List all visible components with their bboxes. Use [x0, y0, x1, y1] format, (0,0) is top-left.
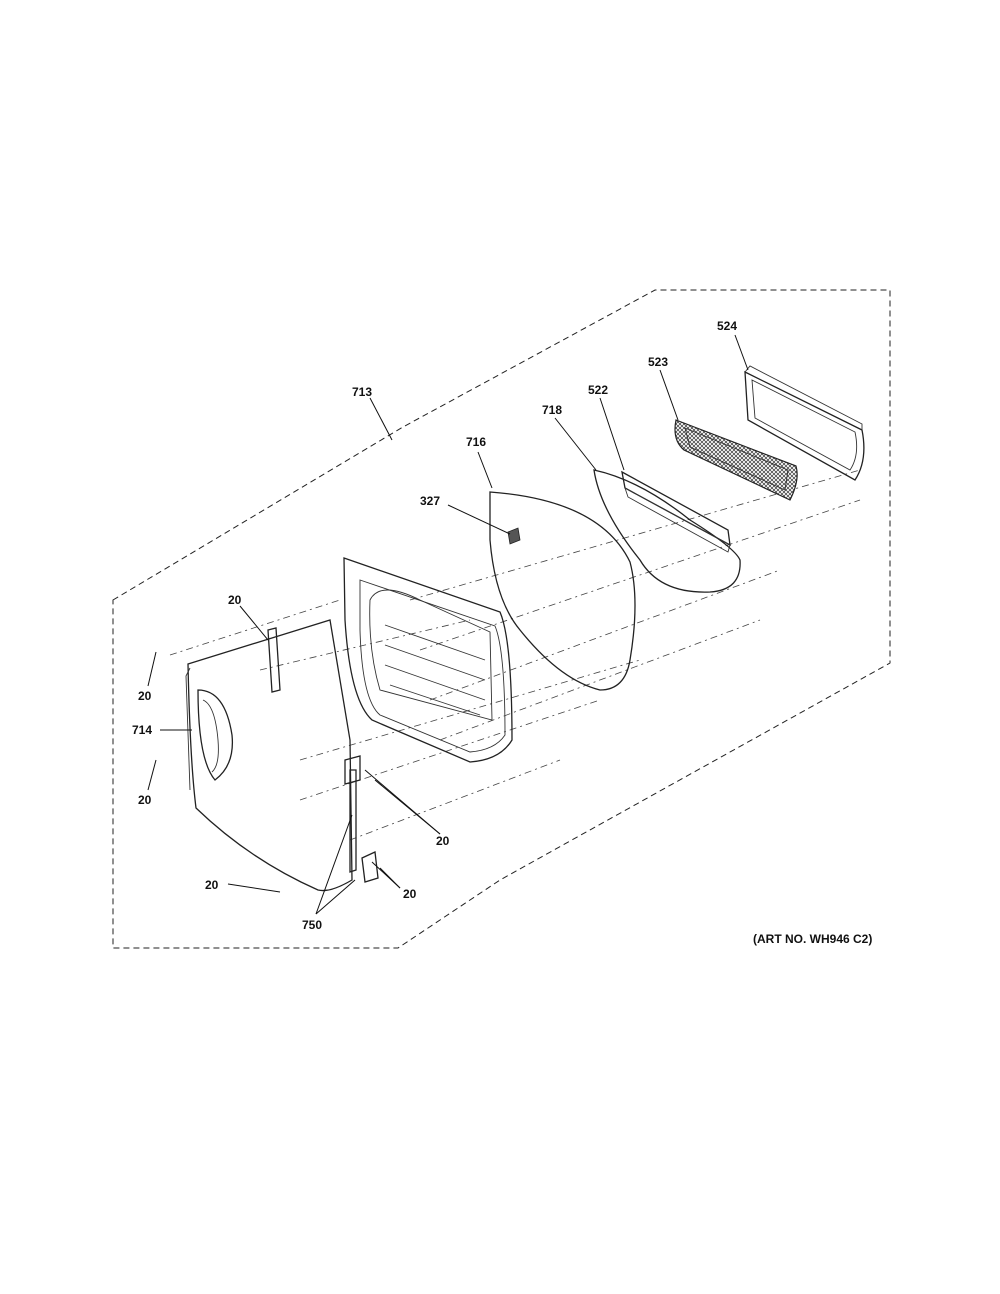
- callout-714: 714: [132, 723, 152, 737]
- callout-20-top: 20: [228, 593, 242, 607]
- door-seal: [593, 469, 741, 593]
- callout-20-bottom-right: 20: [403, 887, 417, 901]
- lint-duct: [621, 470, 731, 553]
- callout-713: 713: [352, 385, 372, 399]
- clip-327: [507, 527, 521, 545]
- outer-door-panel: [185, 619, 353, 892]
- leader-lines: [147, 334, 749, 915]
- callout-522: 522: [588, 383, 608, 397]
- inner-door-liner: [343, 557, 513, 763]
- lint-filter: [674, 419, 798, 501]
- callout-labels: 713 716 718 522 523 524 327 20 20 714 20…: [132, 319, 872, 946]
- callout-20-right: 20: [436, 834, 450, 848]
- callout-20-lower-left: 20: [138, 793, 152, 807]
- callout-523: 523: [648, 355, 668, 369]
- hinge-brackets: [267, 627, 379, 883]
- assembly-boundary: [112, 289, 891, 949]
- callout-327: 327: [420, 494, 440, 508]
- callout-718: 718: [542, 403, 562, 417]
- art-number: (ART NO. WH946 C2): [753, 932, 872, 946]
- door-gasket: [489, 491, 636, 691]
- callout-20-bottom: 20: [205, 878, 219, 892]
- callout-716: 716: [466, 435, 486, 449]
- alignment-lines: [169, 469, 861, 841]
- callout-20-left: 20: [138, 689, 152, 703]
- callout-750: 750: [302, 918, 322, 932]
- callout-524: 524: [717, 319, 737, 333]
